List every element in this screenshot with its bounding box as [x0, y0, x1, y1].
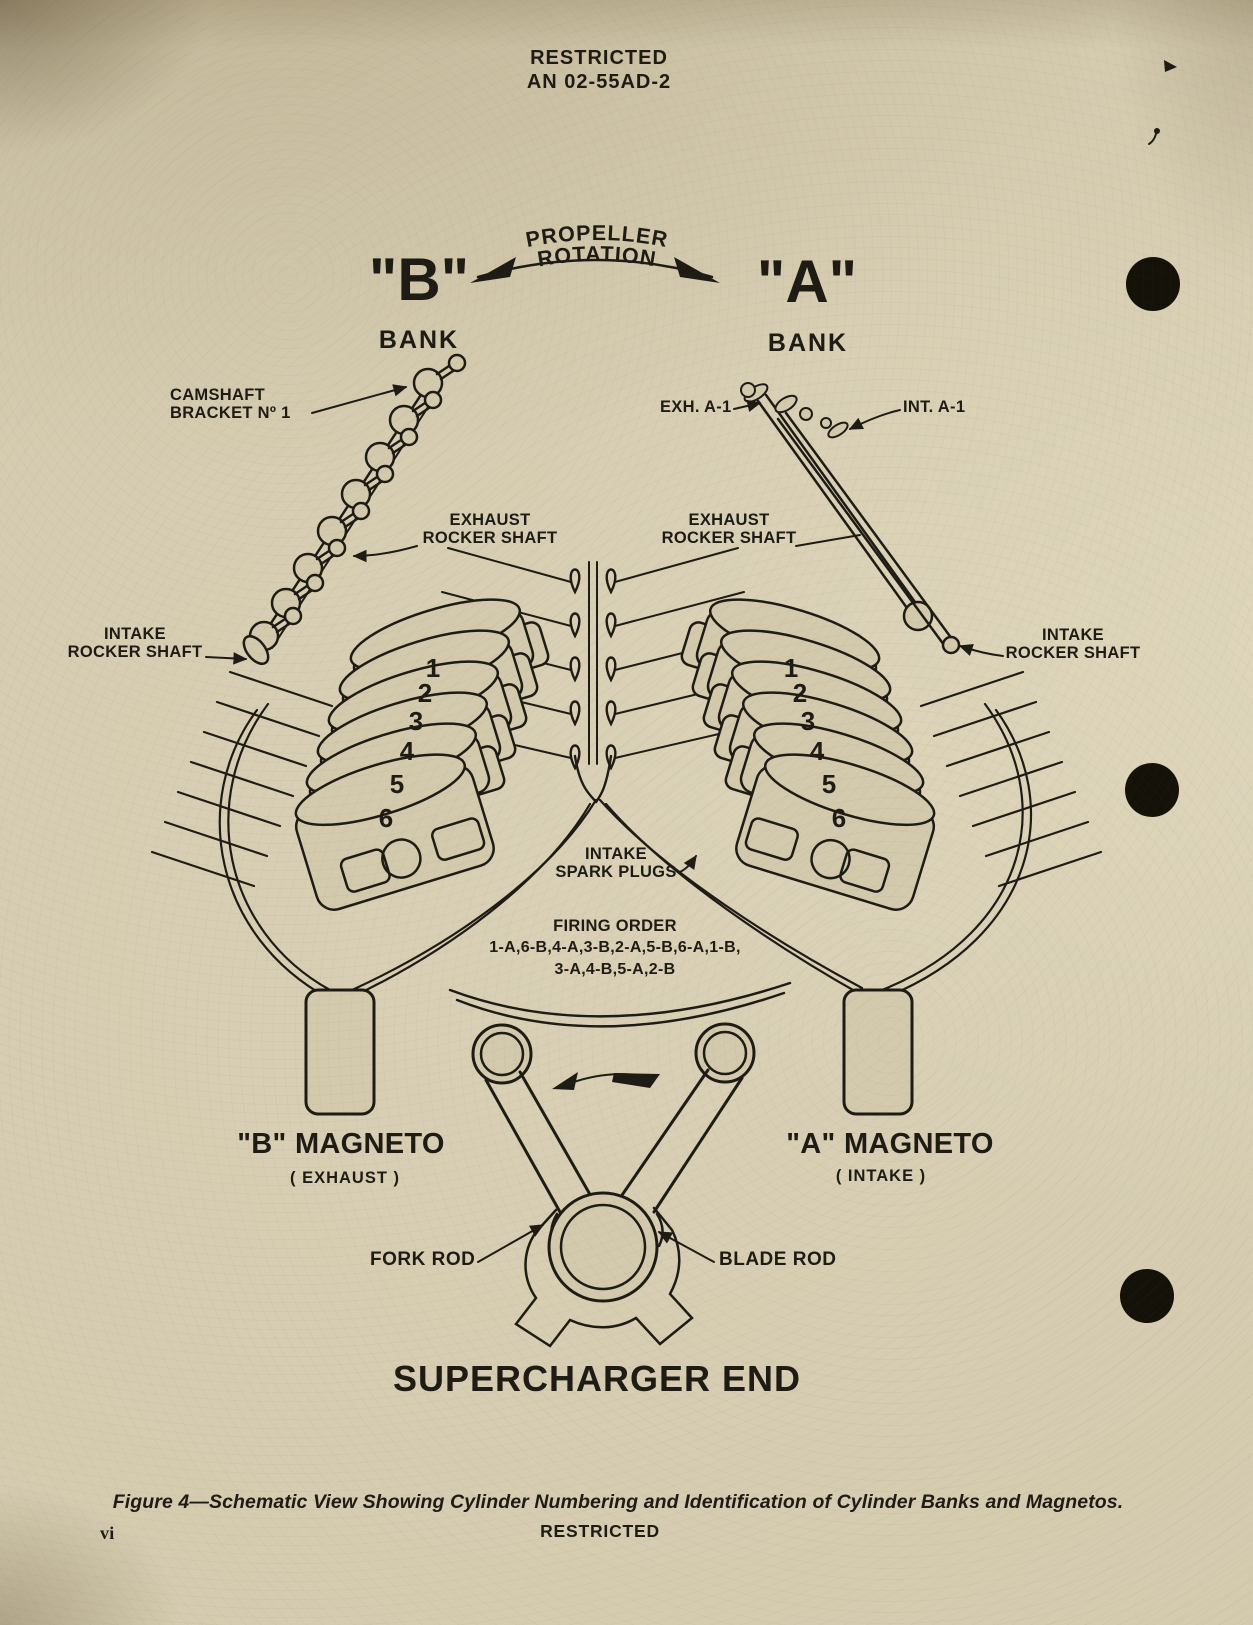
b-magneto-box: [304, 988, 376, 1116]
cylinder-number: 4: [810, 736, 825, 766]
cylinder-number: 2: [418, 678, 432, 708]
exhaust-lead-fan-right: [919, 670, 1103, 888]
exhaust-rocker-line2: ROCKER SHAFT: [661, 529, 797, 547]
exhaust-rocker-line1: EXHAUST: [688, 511, 770, 529]
b-bank-cylinders: [294, 598, 550, 911]
a-magneto-label: "A" MAGNETO: [786, 1128, 994, 1160]
fork-rod-label: FORK ROD: [370, 1249, 476, 1270]
exh-a1-label: EXH. A-1: [660, 398, 732, 416]
exhaust-rocker-shaft-label-right: EXHAUST ROCKER SHAFT: [662, 511, 797, 547]
header-doc-number: AN 02-55AD-2: [526, 71, 672, 93]
bank-a-letter: "A": [756, 248, 858, 315]
cylinder-number: 6: [379, 803, 393, 833]
camshaft-bracket-line2: BRACKET Nº 1: [170, 404, 291, 422]
cylinder-number: 3: [409, 706, 423, 736]
supercharger-end-label: SUPERCHARGER END: [392, 1358, 802, 1399]
firing-order-block: FIRING ORDER 1-A,6-B,4-A,3-B,2-A,5-B,6-A…: [489, 915, 740, 981]
cylinder-number: 4: [400, 736, 415, 766]
exhaust-rocker-line1: EXHAUST: [449, 511, 531, 529]
bank-b-word: BANK: [378, 326, 460, 354]
leader-lines: [205, 384, 1004, 1263]
bank-b-letter: "B": [368, 246, 470, 313]
propeller-rotation-label: PROPELLER ROTATION: [524, 221, 669, 271]
hole-punch: [1120, 1269, 1174, 1323]
b-magneto-sublabel: ( EXHAUST ): [290, 1169, 400, 1187]
firing-order-line2: 3-A,4-B,5-A,2-B: [554, 961, 676, 978]
blade-rod-label: BLADE ROD: [719, 1249, 837, 1270]
hole-punch: [1125, 763, 1179, 817]
intake-spark-line1: INTAKE: [584, 845, 647, 863]
intake-rocker-line1: INTAKE: [1042, 626, 1104, 644]
a-bank-rocker-assembly: [740, 382, 961, 655]
print-marks: [1148, 60, 1177, 145]
header-classification: RESTRICTED: [530, 47, 668, 69]
cylinder-number: 1: [784, 653, 798, 683]
intake-rocker-line1: INTAKE: [104, 625, 166, 643]
footer-classification: RESTRICTED: [540, 1521, 660, 1541]
intake-rocker-line2: ROCKER SHAFT: [1005, 644, 1141, 662]
cylinder-number: 6: [832, 803, 846, 833]
propeller-rotation-arrow: [470, 257, 720, 283]
intake-rocker-line2: ROCKER SHAFT: [67, 643, 203, 661]
intake-spark-line2: SPARK PLUGS: [555, 863, 677, 881]
intake-spark-plugs-label: INTAKE SPARK PLUGS: [555, 845, 676, 881]
b-bank-rocker-assembly: [242, 353, 467, 666]
firing-order-line1: 1-A,6-B,4-A,3-B,2-A,5-B,6-A,1-B,: [489, 939, 741, 956]
magneto-wire-sweeps: [218, 702, 1033, 1000]
b-magneto-label: "B" MAGNETO: [237, 1128, 445, 1160]
cylinder-number: 5: [822, 769, 836, 799]
exhaust-rocker-line2: ROCKER SHAFT: [422, 529, 558, 547]
crankcase-arcs: [448, 981, 792, 1028]
cylinder-number: 5: [390, 769, 404, 799]
cylinder-number: 1: [426, 653, 440, 683]
exhaust-rocker-shaft-label-left: EXHAUST ROCKER SHAFT: [423, 511, 558, 547]
cylinder-number: 2: [793, 678, 807, 708]
cylinder-number: 3: [801, 706, 815, 736]
camshaft-bracket-line1: CAMSHAFT: [170, 386, 265, 404]
hole-punch: [1126, 257, 1180, 311]
int-a1-label: INT. A-1: [903, 398, 966, 416]
firing-order-title: FIRING ORDER: [553, 917, 677, 935]
intake-rocker-shaft-label-right: INTAKE ROCKER SHAFT: [1006, 626, 1141, 662]
svg-text:ROTATION: ROTATION: [536, 242, 659, 271]
camshaft-bracket-label: CAMSHAFT BRACKET Nº 1: [170, 386, 291, 422]
bank-a-word: BANK: [767, 329, 849, 357]
a-bank-cylinders: [680, 598, 936, 911]
intake-rocker-shaft-label-left: INTAKE ROCKER SHAFT: [68, 625, 203, 661]
a-magneto-sublabel: ( INTAKE ): [835, 1167, 927, 1185]
page-number: vi: [100, 1523, 115, 1543]
figure-caption: Figure 4—Schematic View Showing Cylinder…: [112, 1491, 1124, 1513]
a-magneto-box: [842, 988, 914, 1116]
connecting-rod-assembly: [471, 1022, 756, 1348]
